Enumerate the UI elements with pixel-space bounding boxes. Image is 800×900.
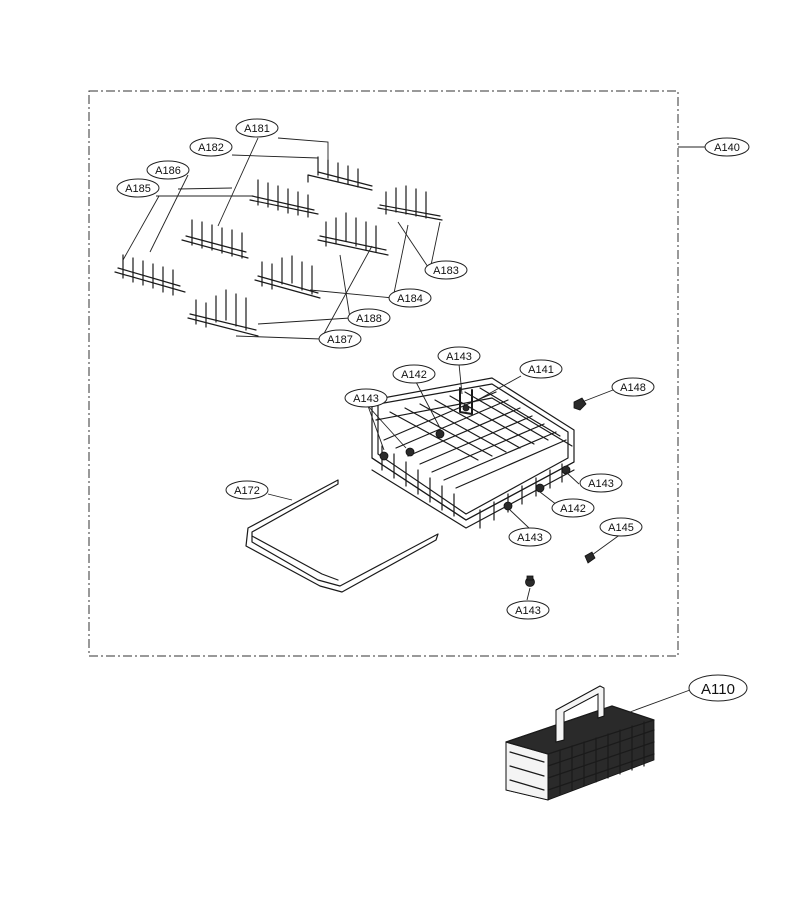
callout-a143-top: A143	[437, 346, 481, 366]
svg-text:A187: A187	[327, 334, 353, 346]
callout-a110: A110	[688, 674, 748, 702]
svg-text:A143: A143	[515, 605, 541, 617]
callout-a185: A185	[116, 178, 160, 198]
callout-a183: A183	[424, 260, 468, 280]
svg-text:A188: A188	[356, 313, 382, 325]
part-a148-clip	[573, 397, 587, 411]
svg-text:A172: A172	[234, 485, 260, 497]
callout-a143-lowest: A143	[506, 600, 550, 620]
svg-text:A184: A184	[397, 293, 423, 305]
callout-a184: A184	[388, 288, 432, 308]
lower-rack-basket	[371, 377, 575, 529]
tine-row-a185	[114, 254, 186, 296]
tine-row-a181	[307, 156, 373, 191]
cutlery-basket-a110	[505, 685, 655, 801]
rail-a172	[245, 479, 439, 593]
svg-text:A143: A143	[517, 532, 543, 544]
svg-text:A141: A141	[528, 364, 554, 376]
svg-text:A140: A140	[714, 142, 740, 154]
tine-row-a183	[377, 185, 443, 221]
callout-a148: A148	[611, 377, 655, 397]
svg-text:A182: A182	[198, 142, 224, 154]
tine-row-a182	[249, 179, 319, 218]
callout-a143-right: A143	[579, 473, 623, 493]
assembly-boundary	[88, 90, 679, 657]
svg-text:A183: A183	[433, 265, 459, 277]
callout-a188: A188	[347, 308, 391, 328]
tine-row-a187	[187, 289, 259, 337]
callout-a172: A172	[225, 480, 269, 500]
svg-text:A110: A110	[701, 681, 735, 698]
callout-a141: A141	[519, 359, 563, 379]
svg-text:A185: A185	[125, 183, 151, 195]
svg-text:A145: A145	[608, 522, 634, 534]
callout-a187: A187	[318, 329, 362, 349]
svg-text:A181: A181	[244, 123, 270, 135]
svg-text:A143: A143	[588, 478, 614, 490]
callout-a181: A181	[235, 118, 279, 138]
tine-row-a186	[181, 219, 249, 259]
callout-a186: A186	[146, 160, 190, 180]
part-a143-roller-loose	[525, 575, 535, 587]
callout-a143-bottom: A143	[508, 527, 552, 547]
callout-a182: A182	[189, 137, 233, 157]
svg-text:A186: A186	[155, 165, 181, 177]
callout-a143-left: A143	[344, 388, 388, 408]
svg-text:A142: A142	[401, 369, 427, 381]
svg-text:A142: A142	[560, 503, 586, 515]
tine-row-a184	[317, 212, 389, 256]
callout-a140: A140	[704, 137, 750, 157]
svg-text:A143: A143	[353, 393, 379, 405]
callout-a145: A145	[599, 517, 643, 537]
leader-lines	[122, 137, 705, 713]
callout-a142-bottom: A142	[551, 498, 595, 518]
svg-text:A143: A143	[446, 351, 472, 363]
svg-text:A148: A148	[620, 382, 646, 394]
tine-row-a188	[254, 255, 321, 299]
callout-a142-top: A142	[392, 364, 436, 384]
